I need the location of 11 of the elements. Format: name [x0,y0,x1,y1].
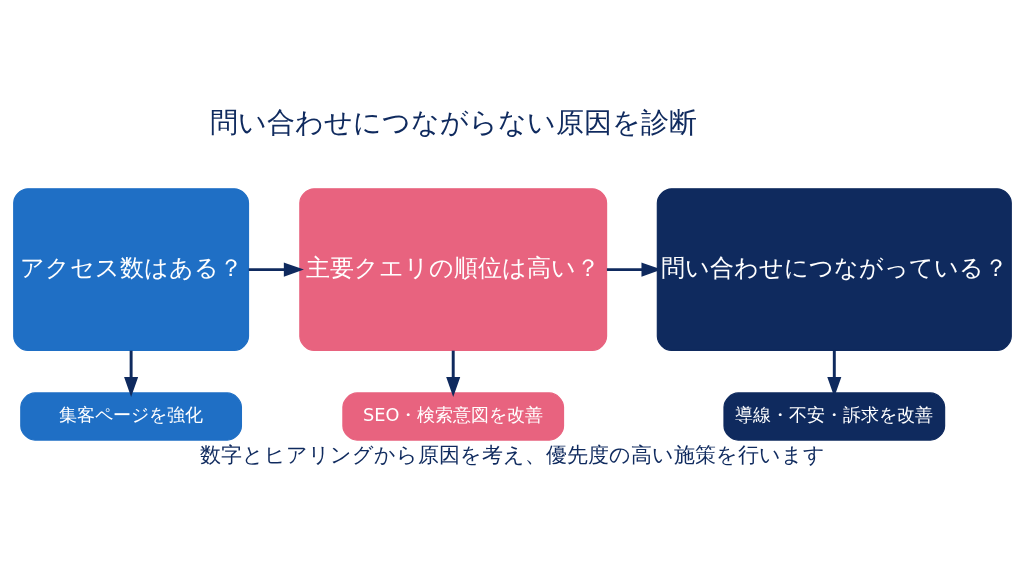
arrow [123,350,138,397]
node-box: 導線・不安・訴求を改善 [722,391,945,441]
arrow [248,262,304,277]
arrow [445,350,460,397]
node-box: 問い合わせにつながっている？ [656,187,1012,351]
node-box: アクセス数はある？ [12,187,249,351]
caption: 数字とヒアリングから原因を考え、優先度の高い施策を行います [199,441,825,467]
diagram-title: 問い合わせにつながらない原因を診断 [209,105,697,139]
node-box: SEO・検索意図を改善 [341,391,564,441]
node-box: 集客ページを強化 [19,391,242,441]
node-box: 主要クエリの順位は高い？ [298,187,607,351]
